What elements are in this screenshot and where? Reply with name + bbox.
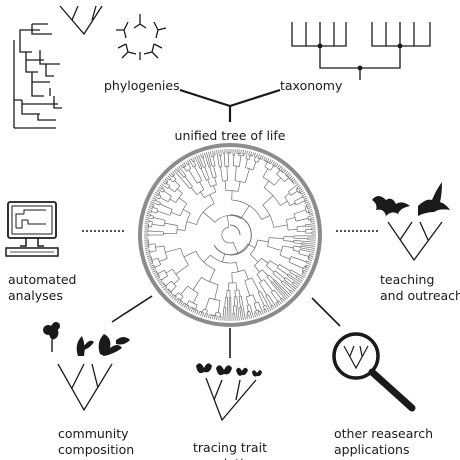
research-connector (311, 297, 341, 327)
label-research-line1: other reasearch (334, 426, 433, 441)
label-community-line2: composition (58, 442, 134, 457)
circular-phylogeny-illustration (116, 14, 167, 60)
tracing-tree (205, 377, 257, 422)
plant-silhouettes (43, 322, 130, 356)
magnifying-glass-icon (332, 332, 416, 412)
label-taxonomy: taxonomy (280, 78, 343, 93)
computer-icon (5, 201, 59, 257)
merge-connector (179, 88, 281, 122)
bat-and-bird-silhouettes (372, 182, 450, 216)
community-tree (57, 363, 113, 412)
taxonomy-node-markers (317, 43, 403, 71)
butterfly-silhouettes (196, 363, 262, 377)
label-teaching-line2: and outreach (380, 288, 460, 303)
teaching-tree (387, 221, 443, 262)
label-tracing-line1: tracing trait (193, 440, 267, 455)
label-tracing-line2: evolution (201, 456, 259, 460)
phylogram-illustration (13, 5, 103, 129)
label-automated-line2: analyses (8, 288, 63, 303)
label-research-line2: applications (334, 442, 409, 457)
taxonomy-tree-illustration (291, 22, 431, 80)
label-community-line1: community (58, 426, 129, 441)
label-phylogenies: phylogenies (104, 78, 180, 93)
label-unified-tree: unified tree of life (175, 128, 286, 143)
unified-tree-circle (138, 143, 322, 327)
label-automated-line1: automated (8, 272, 77, 287)
community-connector (111, 295, 153, 323)
radial-tree-branches (144, 149, 317, 322)
label-teaching-line1: teaching (380, 272, 434, 287)
